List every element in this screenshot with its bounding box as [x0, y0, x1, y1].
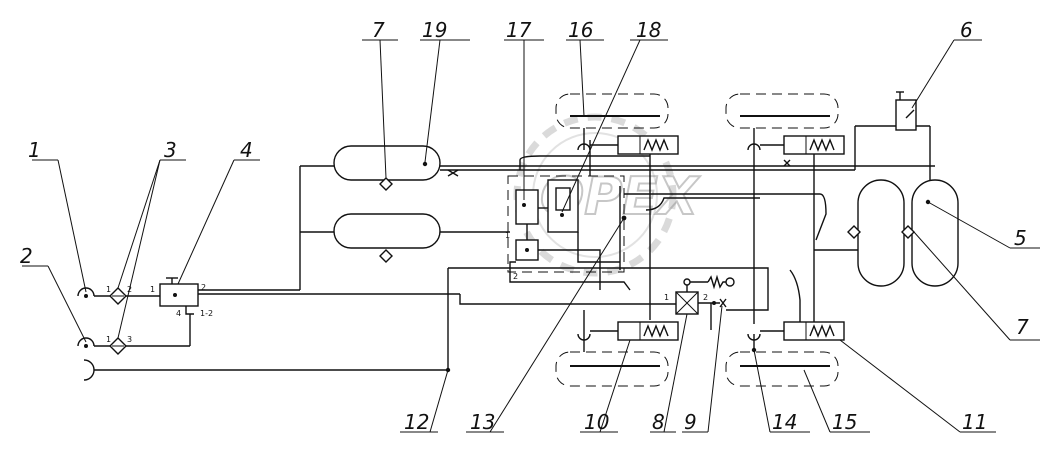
svg-text:4: 4 — [176, 309, 181, 318]
label-16: 16 — [568, 18, 593, 42]
label-5: 5 — [1014, 226, 1027, 250]
svg-text:1: 1 — [150, 285, 155, 294]
left-supply-group: 1 2 1 3 1 2 4 1-2 — [77, 166, 460, 381]
label-19: 19 — [422, 18, 447, 42]
drain-valve-upper — [379, 177, 393, 191]
wheel-front-right — [725, 93, 845, 326]
label-13: 13 — [470, 410, 495, 434]
label-1: 1 — [28, 138, 41, 162]
svg-text:2: 2 — [703, 293, 708, 302]
coupling-head-2 — [77, 337, 95, 347]
wheel-front-right-outline — [725, 93, 839, 129]
wheel-rear-left — [555, 310, 679, 387]
coupling-head-3 — [83, 359, 95, 381]
central-valve-block: 1 2 — [505, 140, 827, 291]
label-8: 8 — [652, 410, 665, 434]
label-18: 18 — [636, 18, 661, 42]
drain-valve-7 — [901, 225, 915, 239]
svg-text:1: 1 — [505, 231, 510, 240]
svg-text:1: 1 — [106, 285, 111, 294]
callout-labels: 1 2 3 4 7 19 17 16 18 6 5 7 — [20, 18, 1040, 434]
wheel-16 — [555, 93, 669, 129]
coupling-head-1 — [77, 287, 95, 297]
label-17: 17 — [506, 18, 532, 42]
wheel-15 — [725, 351, 839, 387]
label-9: 9 — [684, 410, 697, 434]
label-11: 11 — [962, 410, 987, 434]
wheel-front-left — [555, 93, 679, 320]
label-7a: 7 — [372, 18, 385, 42]
label-3: 3 — [164, 138, 177, 162]
wheel-rear-right — [725, 269, 845, 387]
wheel-rear-left-outline — [555, 351, 669, 387]
drain-valve-lower — [379, 249, 393, 263]
drain-valve-6 — [895, 99, 917, 131]
drain-valve-left — [847, 225, 861, 239]
valve-group-outline — [507, 175, 625, 273]
label-7b: 7 — [1016, 315, 1029, 339]
relay-valve-17 — [515, 189, 539, 225]
svg-text:1-2: 1-2 — [200, 309, 213, 318]
svg-text:2: 2 — [513, 272, 518, 281]
right-receivers-5 — [814, 91, 959, 287]
label-12: 12 — [404, 410, 429, 434]
protection-valve-4 — [159, 283, 199, 307]
label-15: 15 — [832, 410, 857, 434]
receiver-5a — [857, 179, 905, 287]
label-2: 2 — [20, 244, 33, 268]
label-4: 4 — [240, 138, 253, 162]
receiver-lower — [333, 213, 441, 249]
label-6: 6 — [960, 18, 973, 42]
svg-text:1: 1 — [106, 335, 111, 344]
air-receivers-19 — [300, 145, 860, 263]
regulator-8-9: 1 2 — [448, 267, 769, 330]
svg-text:3: 3 — [127, 335, 132, 344]
label-14: 14 — [772, 410, 797, 434]
label-10: 10 — [584, 410, 609, 434]
svg-text:1: 1 — [664, 293, 669, 302]
test-valve-9 — [719, 298, 727, 308]
receiver-5b — [911, 179, 959, 287]
svg-text:2: 2 — [201, 283, 206, 292]
